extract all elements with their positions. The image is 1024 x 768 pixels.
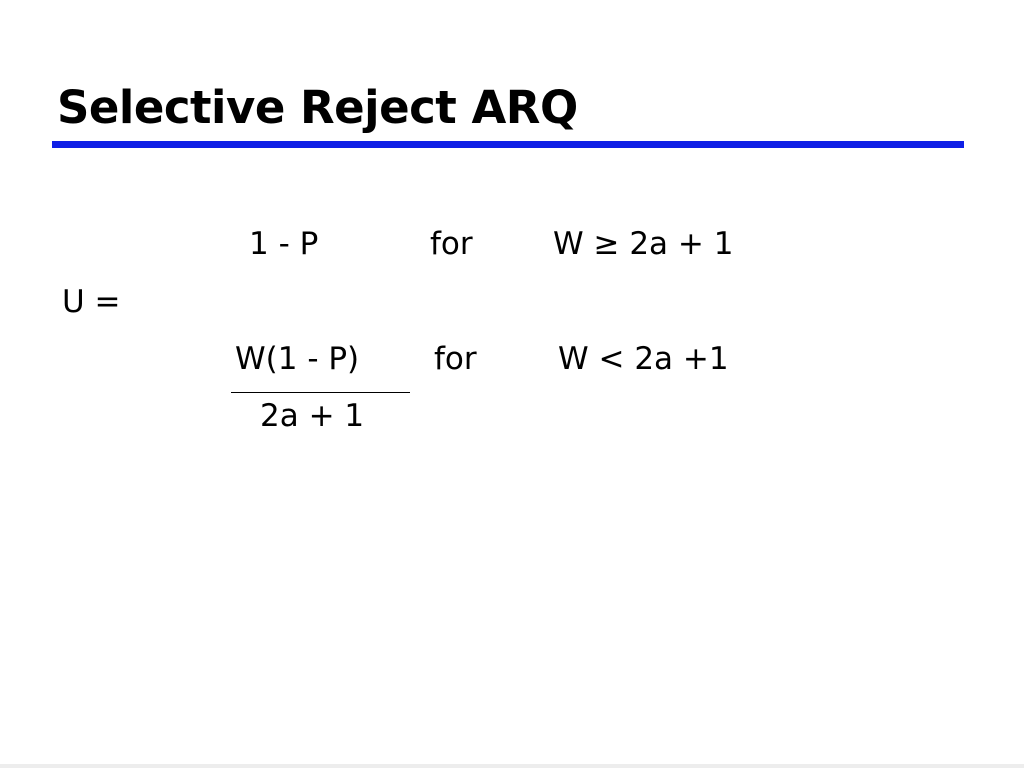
case1-keyword: for: [430, 226, 473, 262]
fraction-bar: [231, 392, 410, 393]
case1-condition: W ≥ 2a + 1: [553, 226, 734, 262]
bottom-edge: [0, 764, 1024, 768]
case1-expression: 1 - P: [249, 226, 319, 262]
case2-condition: W < 2a +1: [558, 341, 729, 377]
slide-title: Selective Reject ARQ: [57, 81, 578, 134]
formula-lhs: U =: [62, 284, 121, 320]
title-underline: [52, 141, 964, 148]
case2-numerator: W(1 - P): [235, 341, 360, 377]
case2-denominator: 2a + 1: [260, 398, 365, 434]
case2-keyword: for: [434, 341, 477, 377]
